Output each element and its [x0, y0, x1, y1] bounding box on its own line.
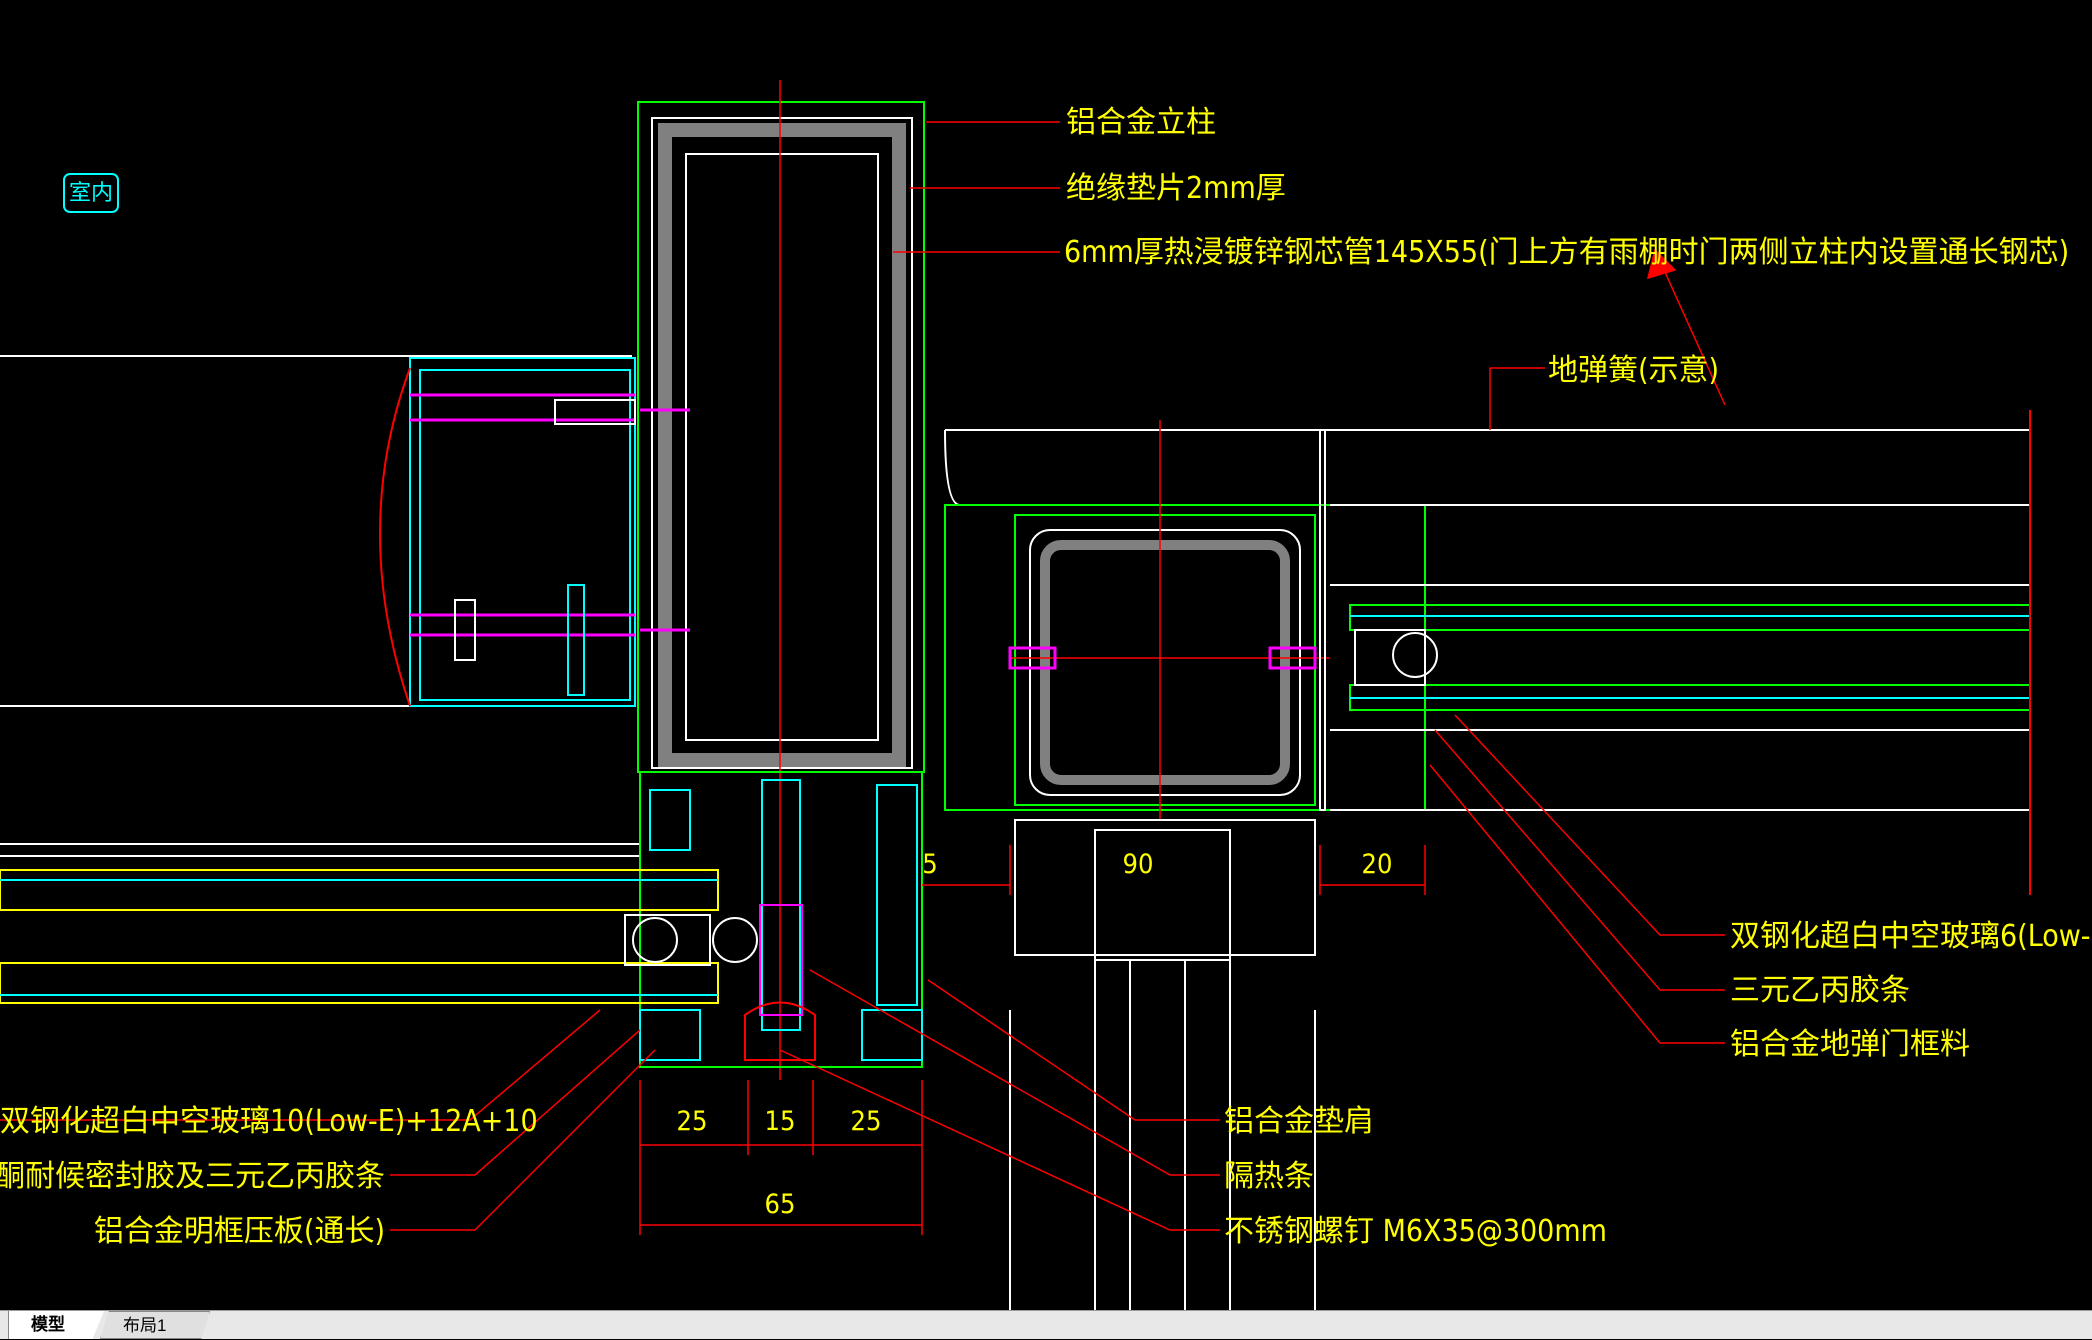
dim-15: 15 [765, 1106, 796, 1137]
dim-20: 20 [1362, 849, 1393, 880]
room-label-box: 室内 [63, 173, 119, 213]
dim-25-right: 25 [851, 1106, 882, 1137]
label-glass-left: 双钢化超白中空玻璃10(Low-E)+12A+10 [0, 1104, 538, 1139]
door-frame [944, 420, 2030, 1310]
dim-5: 5 [922, 849, 937, 880]
dimension-lines [639, 845, 1426, 1235]
dim-90: 90 [1123, 849, 1154, 880]
label-pressure-plate: 铝合金明框压板(通长) [94, 1214, 385, 1249]
label-silicone-seal: 硅酮耐候密封胶及三元乙丙胶条 [0, 1159, 385, 1194]
tab-layout1[interactable]: 布局1 [100, 1311, 210, 1339]
label-alu-shoulder: 铝合金垫肩 [1224, 1104, 1374, 1139]
left-glass-unit [0, 869, 719, 1004]
label-ss-screw: 不锈钢螺钉 M6X35@300mm [1224, 1214, 1607, 1249]
leader-lines [0, 121, 1726, 1231]
label-thermal-break: 隔热条 [1224, 1159, 1314, 1194]
label-door-frame: 铝合金地弹门框料 [1730, 1027, 1970, 1062]
layout-tab-bar: 模型 布局1 [0, 1310, 2092, 1339]
transom-section [379, 357, 636, 707]
tab-model[interactable]: 模型 [8, 1311, 104, 1339]
label-floor-spring: 地弹簧(示意) [1548, 353, 1719, 388]
dim-65: 65 [765, 1189, 796, 1220]
label-door-glass: 双钢化超白中空玻璃6(Low-E)+12A+6 [1730, 919, 2092, 954]
cad-drawing-canvas[interactable]: 室内 [0, 0, 2092, 1310]
dim-25-left: 25 [677, 1106, 708, 1137]
mullion-bottom-profile [639, 771, 923, 1068]
label-aluminum-mullion: 铝合金立柱 [1066, 105, 1216, 140]
label-epdm-strip: 三元乙丙胶条 [1730, 973, 1910, 1008]
label-steel-core: 6mm厚热浸镀锌钢芯管145X55(门上方有雨棚时门两侧立柱内设置通长钢芯) [1064, 235, 2069, 270]
room-label: 室内 [69, 181, 113, 206]
door-glass-unit [1330, 410, 2031, 895]
label-insulation-pad: 绝缘垫片2mm厚 [1066, 171, 1286, 206]
